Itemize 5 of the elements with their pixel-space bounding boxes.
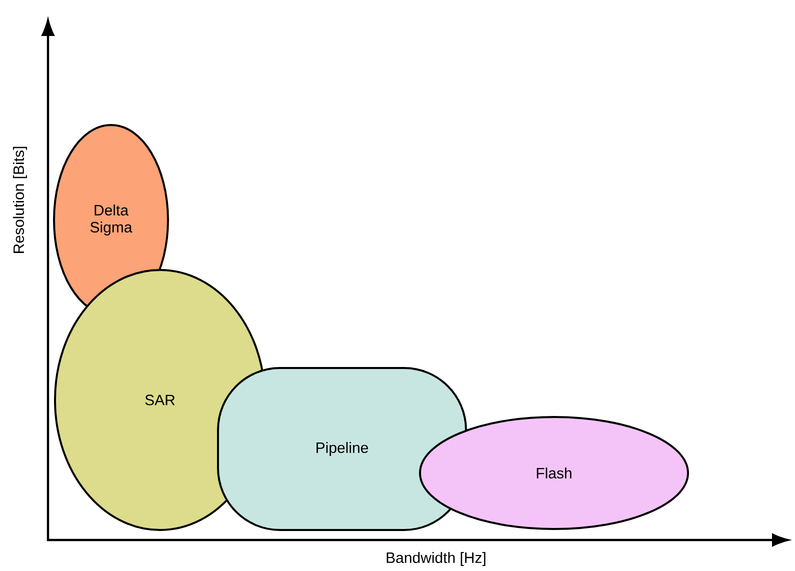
ellipse-region: Flash <box>419 416 689 530</box>
rounded-region: Pipeline <box>217 367 467 531</box>
axis-label: Resolution [Bits] <box>13 146 27 253</box>
axis-label: Bandwidth [Hz] <box>386 552 486 566</box>
ellipse-region: SAR <box>54 269 266 531</box>
